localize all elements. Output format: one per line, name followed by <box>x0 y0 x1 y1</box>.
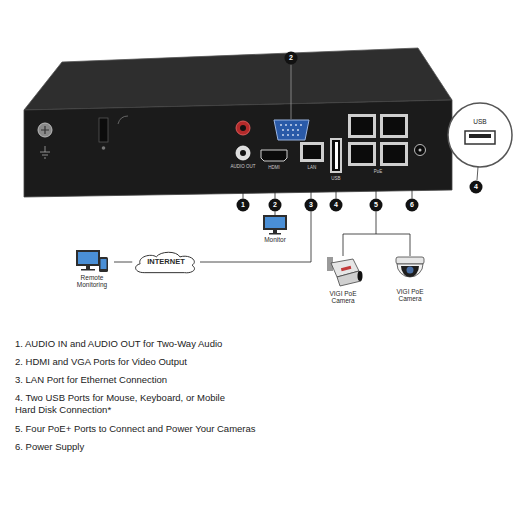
lock-slot <box>99 118 108 142</box>
icon-shapes <box>76 250 108 272</box>
feature-item: 1. AUDIO IN and AUDIO OUT for Two-Way Au… <box>15 339 222 349</box>
nvr-top <box>24 48 452 110</box>
feature-item: 5. Four PoE+ Ports to Connect and Power … <box>15 424 256 434</box>
port-label: USB <box>331 177 340 182</box>
leader-line <box>477 167 478 180</box>
monitor-icon <box>262 214 288 235</box>
callout-number: 2 <box>273 201 277 209</box>
usb-socket <box>332 140 340 171</box>
camera-device: VIGI PoE Camera <box>391 255 429 303</box>
dc-pin <box>419 149 422 152</box>
ground-symbol <box>40 146 50 158</box>
audio-out-jack <box>236 146 250 160</box>
feature-item: 6. Power Supply <box>15 442 84 452</box>
jack-hole <box>240 150 246 156</box>
callout-number: 1 <box>241 201 245 209</box>
remote-icon <box>75 249 109 273</box>
dome-icon <box>392 255 428 287</box>
port-label: LAN <box>308 166 317 171</box>
callout-number: 5 <box>374 201 378 209</box>
internet-cloud: INTERNET <box>132 250 200 275</box>
callout-number: 6 <box>410 201 414 209</box>
cloud-label: INTERNET <box>147 258 185 267</box>
hdmi-port <box>261 150 287 161</box>
icon-shapes <box>263 215 287 235</box>
usb-port <box>330 138 342 173</box>
lan-port <box>300 142 324 162</box>
ground-screw <box>38 123 52 137</box>
connector-line <box>114 262 132 263</box>
icon-shapes <box>396 257 424 277</box>
dc-jack <box>415 145 426 156</box>
device-label: VIGI PoE Camera <box>324 290 362 305</box>
jack-hole <box>240 125 246 131</box>
feature-item: 2. HDMI and VGA Ports for Video Output <box>15 357 187 367</box>
vga-pins <box>280 124 302 136</box>
panel-mark <box>118 116 128 124</box>
feature-item: 4. Two USB Ports for Mouse, Keyboard, or… <box>15 392 237 416</box>
device-label: VIGI PoE Camera <box>391 288 429 303</box>
poe-ports <box>348 114 408 166</box>
feature-item: 3. LAN Port for Ethernet Connection <box>15 375 167 385</box>
vga-port <box>274 120 309 140</box>
monitor-device: Monitor <box>262 214 288 243</box>
port-label: PoE <box>374 170 383 175</box>
nvr-back-panel <box>24 100 452 197</box>
camera-device: VIGI PoE Camera <box>323 255 363 305</box>
icon-shapes <box>327 257 363 286</box>
device-label: Monitor <box>264 236 286 243</box>
port-label: HDMI <box>268 166 280 171</box>
port-label: AUDIO OUT <box>230 165 255 170</box>
lan-socket <box>303 145 321 159</box>
usb-zoom <box>448 103 512 167</box>
callout-number: 4 <box>334 201 338 209</box>
remote-device: Remote Monitoring <box>71 249 113 289</box>
callout-number: 2 <box>289 54 293 62</box>
lock-icon <box>102 146 106 150</box>
audio-in-jack <box>236 121 250 135</box>
callout-number: 4 <box>474 183 478 191</box>
callout-number: 3 <box>309 201 313 209</box>
bullet-icon <box>323 255 363 289</box>
cloud-shape <box>136 252 195 273</box>
port-label: USB <box>473 118 486 125</box>
usb-zoom-tongue <box>469 134 491 138</box>
usb-zoom-port <box>465 131 495 144</box>
callout-circles <box>237 52 483 212</box>
screw-slot <box>41 126 49 134</box>
usb-tongue <box>335 142 338 169</box>
device-label: Remote Monitoring <box>71 274 113 289</box>
leader-lines <box>200 65 412 263</box>
